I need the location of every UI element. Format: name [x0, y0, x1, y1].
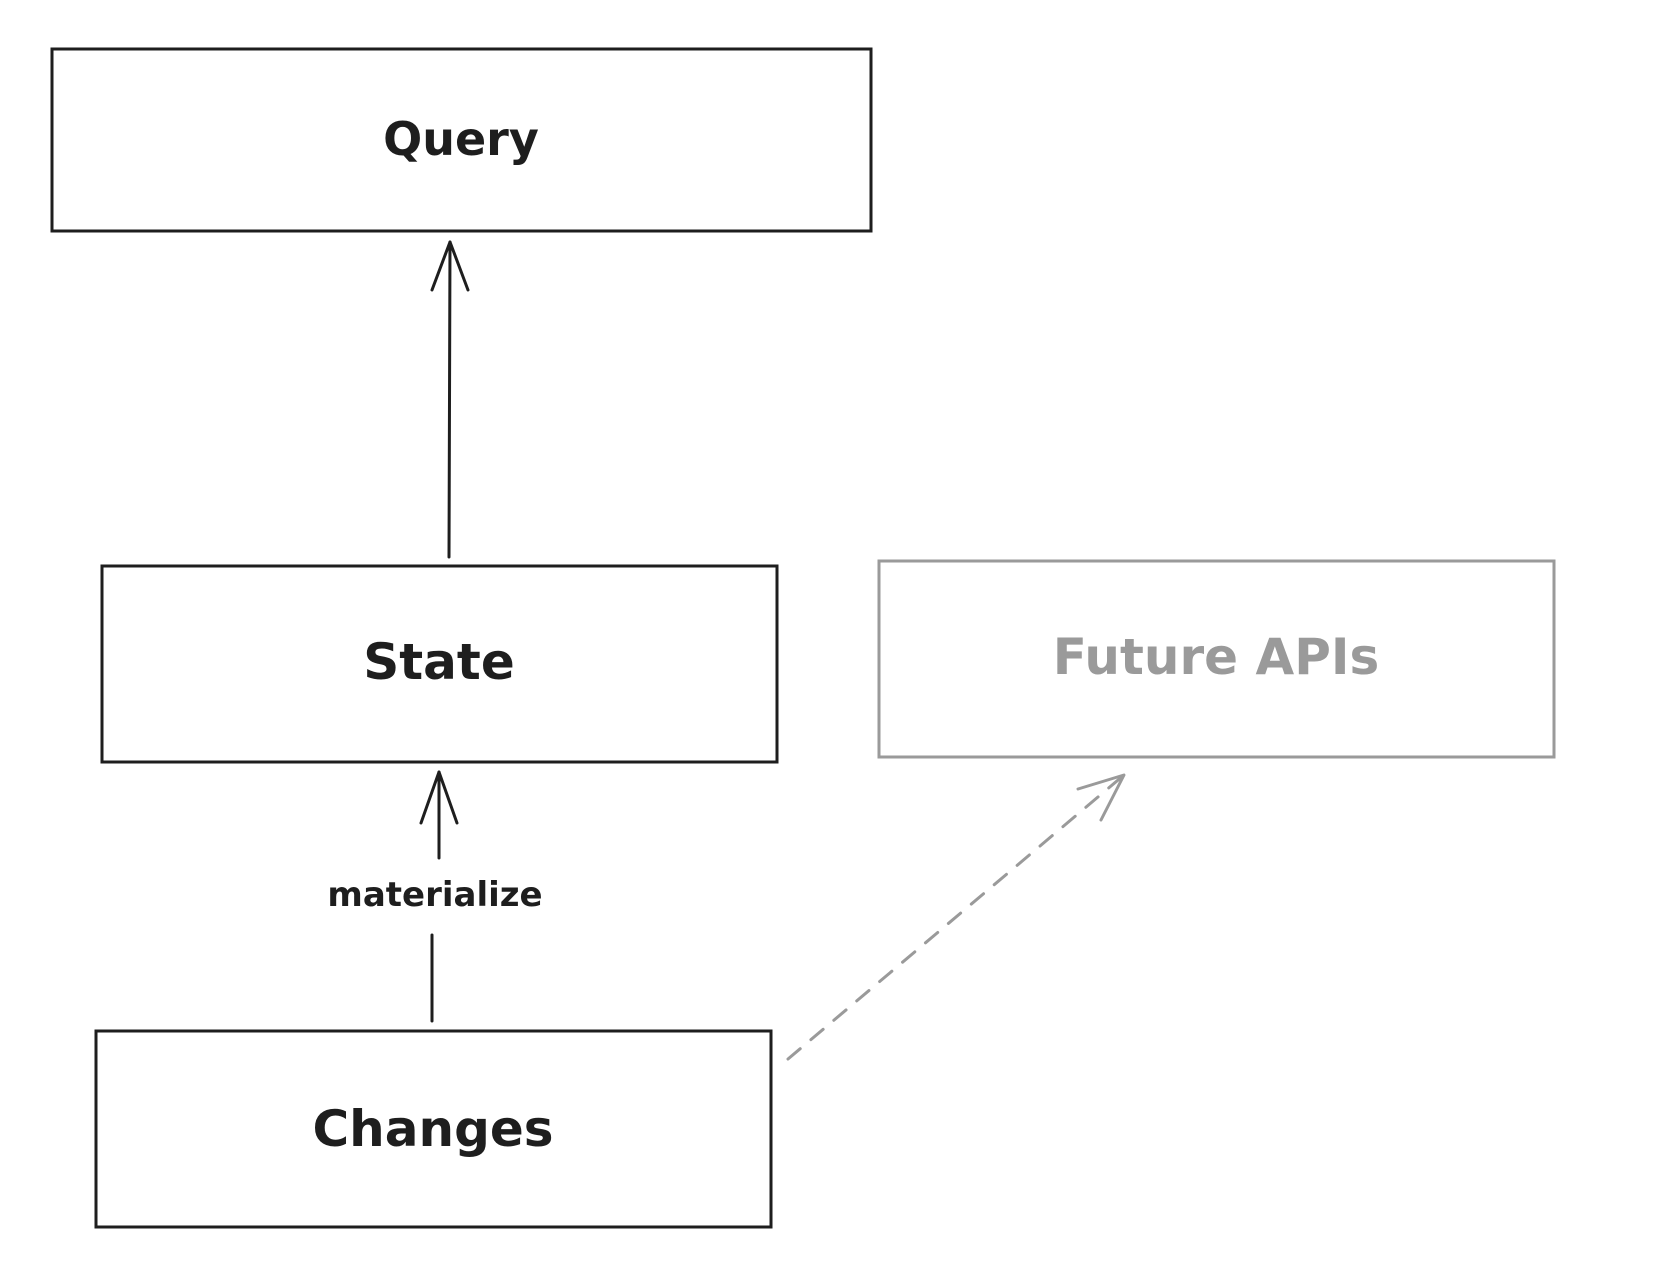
changes-box	[94, 1029, 773, 1229]
query-node: Query	[50, 47, 873, 233]
arrow-changes-to-future-apis-shaft	[786, 773, 1126, 1061]
changes-node: Changes	[94, 1029, 773, 1229]
state-box	[100, 564, 779, 764]
arrow-state-to-query	[430, 240, 470, 559]
arrow-changes-to-state: materialize	[327, 770, 543, 1023]
materialize-label: materialize	[327, 875, 542, 915]
state-node: State	[100, 564, 779, 764]
state-label: State	[363, 633, 514, 691]
future-apis-label: Future APIs	[1053, 628, 1379, 686]
changes-label: Changes	[312, 1100, 553, 1158]
future-apis-node: Future APIs	[877, 559, 1556, 759]
arrow-changes-to-state-head-icon	[419, 770, 459, 825]
arrow-state-to-query-shaft	[447, 240, 452, 559]
future-apis-box	[877, 559, 1556, 759]
query-label: Query	[383, 112, 539, 166]
arrow-state-to-query-head-icon	[430, 240, 470, 292]
arrow-changes-to-future-apis	[786, 773, 1126, 1061]
query-box	[50, 47, 873, 233]
arrow-changes-to-future-apis-head-icon	[1076, 773, 1126, 822]
